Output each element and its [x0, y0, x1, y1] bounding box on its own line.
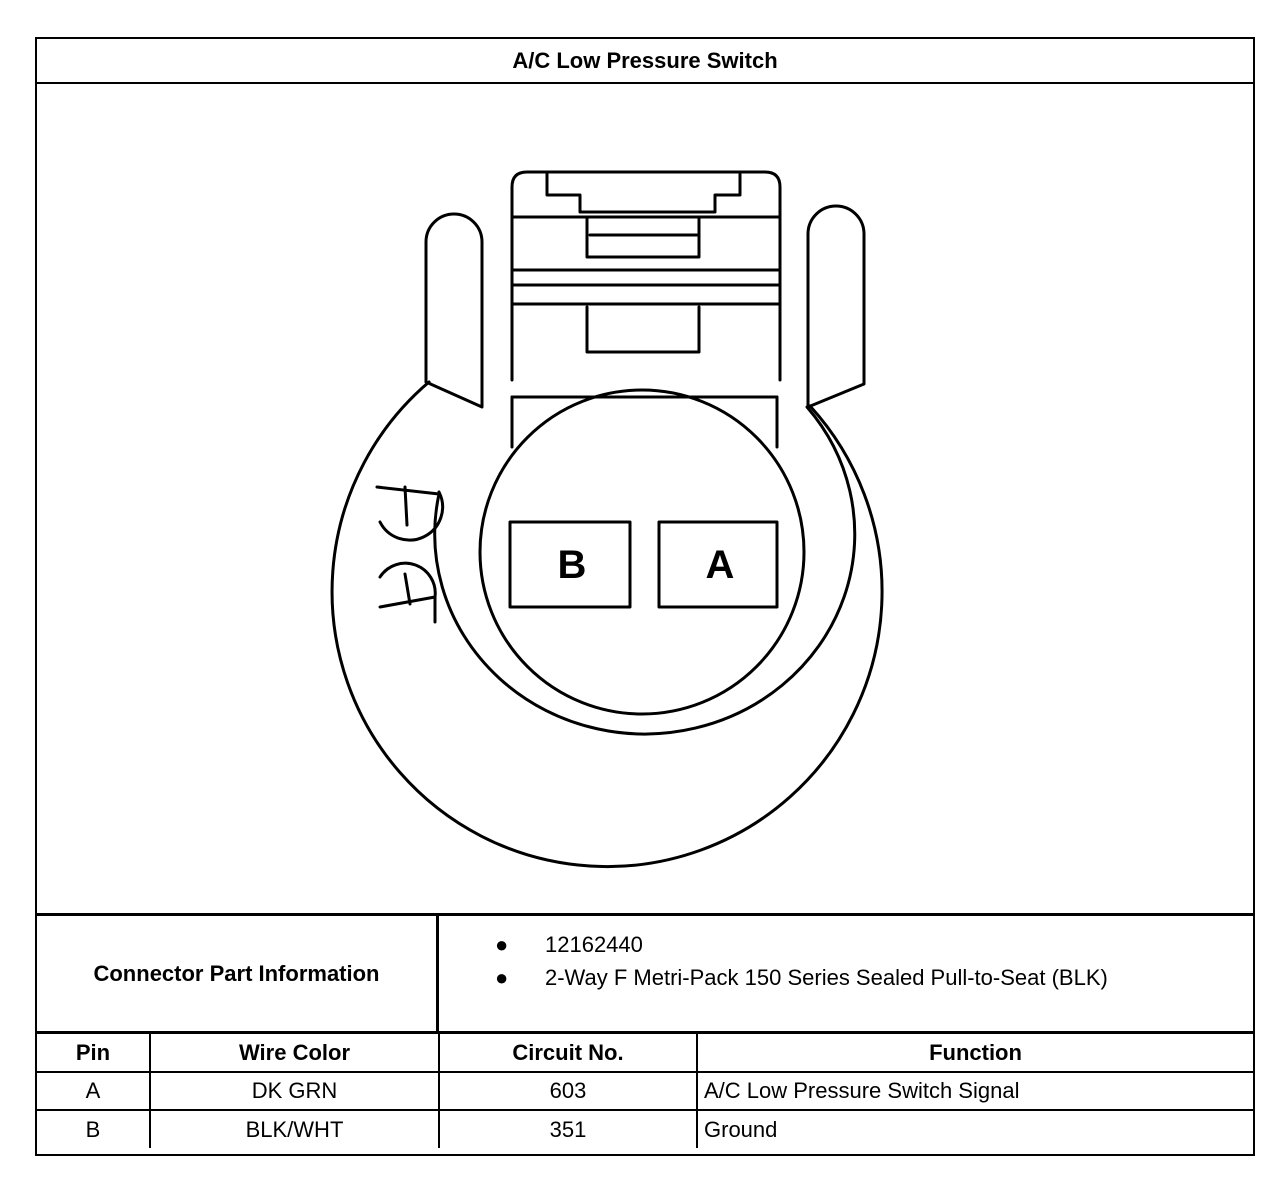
- connector-info-label: Connector Part Information: [37, 916, 439, 1031]
- outer-shell: [330, 380, 884, 869]
- cavity-b: [508, 520, 632, 609]
- page-title: A/C Low Pressure Switch: [37, 39, 1253, 84]
- inner-shell: [433, 405, 857, 736]
- notch-line: [378, 595, 437, 609]
- connector-face-diagram: B A: [330, 170, 884, 869]
- pin-table: Pin Wire Color Circuit No. Function A DK…: [37, 1034, 1253, 1148]
- connector-description: 2-Way F Metri-Pack 150 Series Sealed Pul…: [545, 965, 1108, 990]
- table-row: A DK GRN 603 A/C Low Pressure Switch Sig…: [37, 1071, 1253, 1111]
- list-item: ● 2-Way F Metri-Pack 150 Series Sealed P…: [439, 961, 1108, 994]
- header-circuit-no: Circuit No.: [438, 1034, 698, 1073]
- part-number: 12162440: [545, 932, 643, 957]
- lock-tower: [510, 170, 782, 382]
- header-pin: Pin: [37, 1034, 151, 1073]
- connector-info-row: Connector Part Information ● 12162440 ● …: [37, 916, 1253, 1034]
- cavity-label-a: A: [706, 543, 735, 587]
- table-row: B BLK/WHT 351 Ground: [37, 1109, 1253, 1148]
- header-function: Function: [696, 1034, 1253, 1073]
- cell-circuit-no: 351: [438, 1109, 698, 1148]
- right-latch-arm: [806, 204, 866, 409]
- table-header-row: Pin Wire Color Circuit No. Function: [37, 1034, 1253, 1073]
- connector-sheet: A/C Low Pressure Switch: [35, 37, 1255, 1156]
- lock-window: [585, 305, 701, 354]
- lock-tab: [545, 172, 742, 214]
- list-item: ● 12162440: [439, 928, 1108, 961]
- notch-line: [403, 572, 412, 606]
- notch-line: [403, 485, 409, 527]
- connector-info-list: ● 12162440 ● 2-Way F Metri-Pack 150 Seri…: [439, 928, 1108, 994]
- cell-pin: A: [37, 1071, 151, 1111]
- cell-wire-color: BLK/WHT: [149, 1109, 440, 1148]
- connector-diagram-area: B A: [37, 84, 1253, 916]
- cell-circuit-no: 603: [438, 1071, 698, 1111]
- cavity-label-b: B: [558, 543, 587, 587]
- cell-function: A/C Low Pressure Switch Signal: [696, 1071, 1253, 1111]
- left-notch-shape-upper: [378, 490, 445, 542]
- cavity-a: [657, 520, 779, 609]
- left-notch-shape: [378, 561, 437, 624]
- bullet-icon: ●: [495, 965, 509, 990]
- cell-pin: B: [37, 1109, 151, 1148]
- lock-slot: [585, 215, 701, 259]
- header-wire-color: Wire Color: [149, 1034, 440, 1073]
- cell-function: Ground: [696, 1109, 1253, 1148]
- cell-wire-color: DK GRN: [149, 1071, 440, 1111]
- bullet-icon: ●: [495, 932, 509, 957]
- left-latch-arm: [424, 212, 484, 409]
- mating-face: [478, 388, 806, 716]
- notch-line: [375, 485, 441, 496]
